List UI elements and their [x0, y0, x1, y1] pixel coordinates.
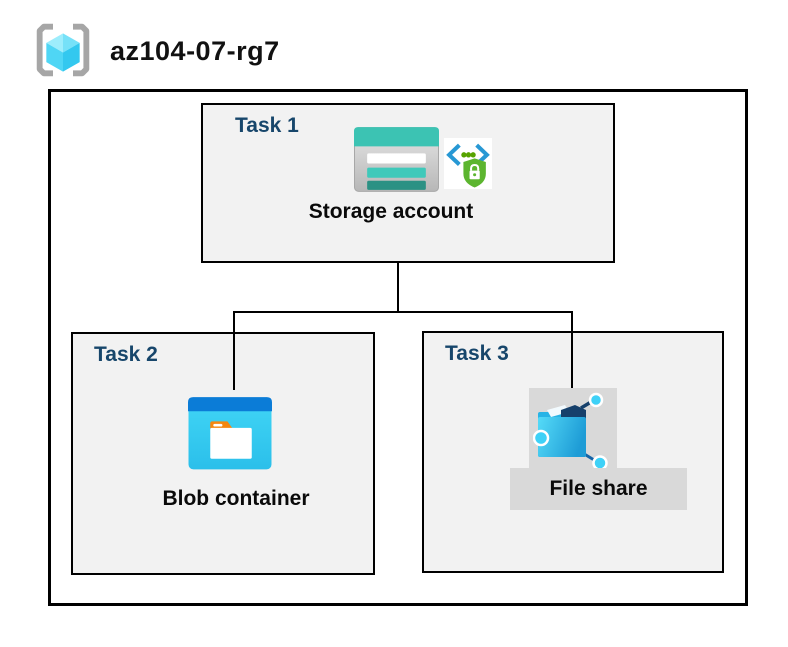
connector-branch-horizontal	[233, 311, 573, 313]
task-3-label: Task 3	[445, 342, 509, 365]
file-share-icon	[532, 386, 613, 471]
task-1-label: Task 1	[235, 114, 299, 137]
secure-access-shield-lock-icon	[444, 138, 492, 189]
task-2-label: Task 2	[94, 343, 158, 366]
file-share-label-box: File share	[510, 468, 687, 510]
storage-account-icon	[354, 127, 439, 192]
blob-container-label: Blob container	[162, 487, 310, 510]
storage-account-label: Storage account	[308, 200, 474, 223]
resource-group-icon	[33, 21, 93, 79]
blob-container-icon	[188, 397, 272, 470]
connector-task1-stem	[397, 263, 399, 313]
file-share-label: File share	[549, 477, 648, 500]
page-title: az104-07-rg7	[110, 36, 280, 66]
connector-to-file-share	[571, 311, 573, 393]
connector-to-blob-container	[233, 311, 235, 390]
